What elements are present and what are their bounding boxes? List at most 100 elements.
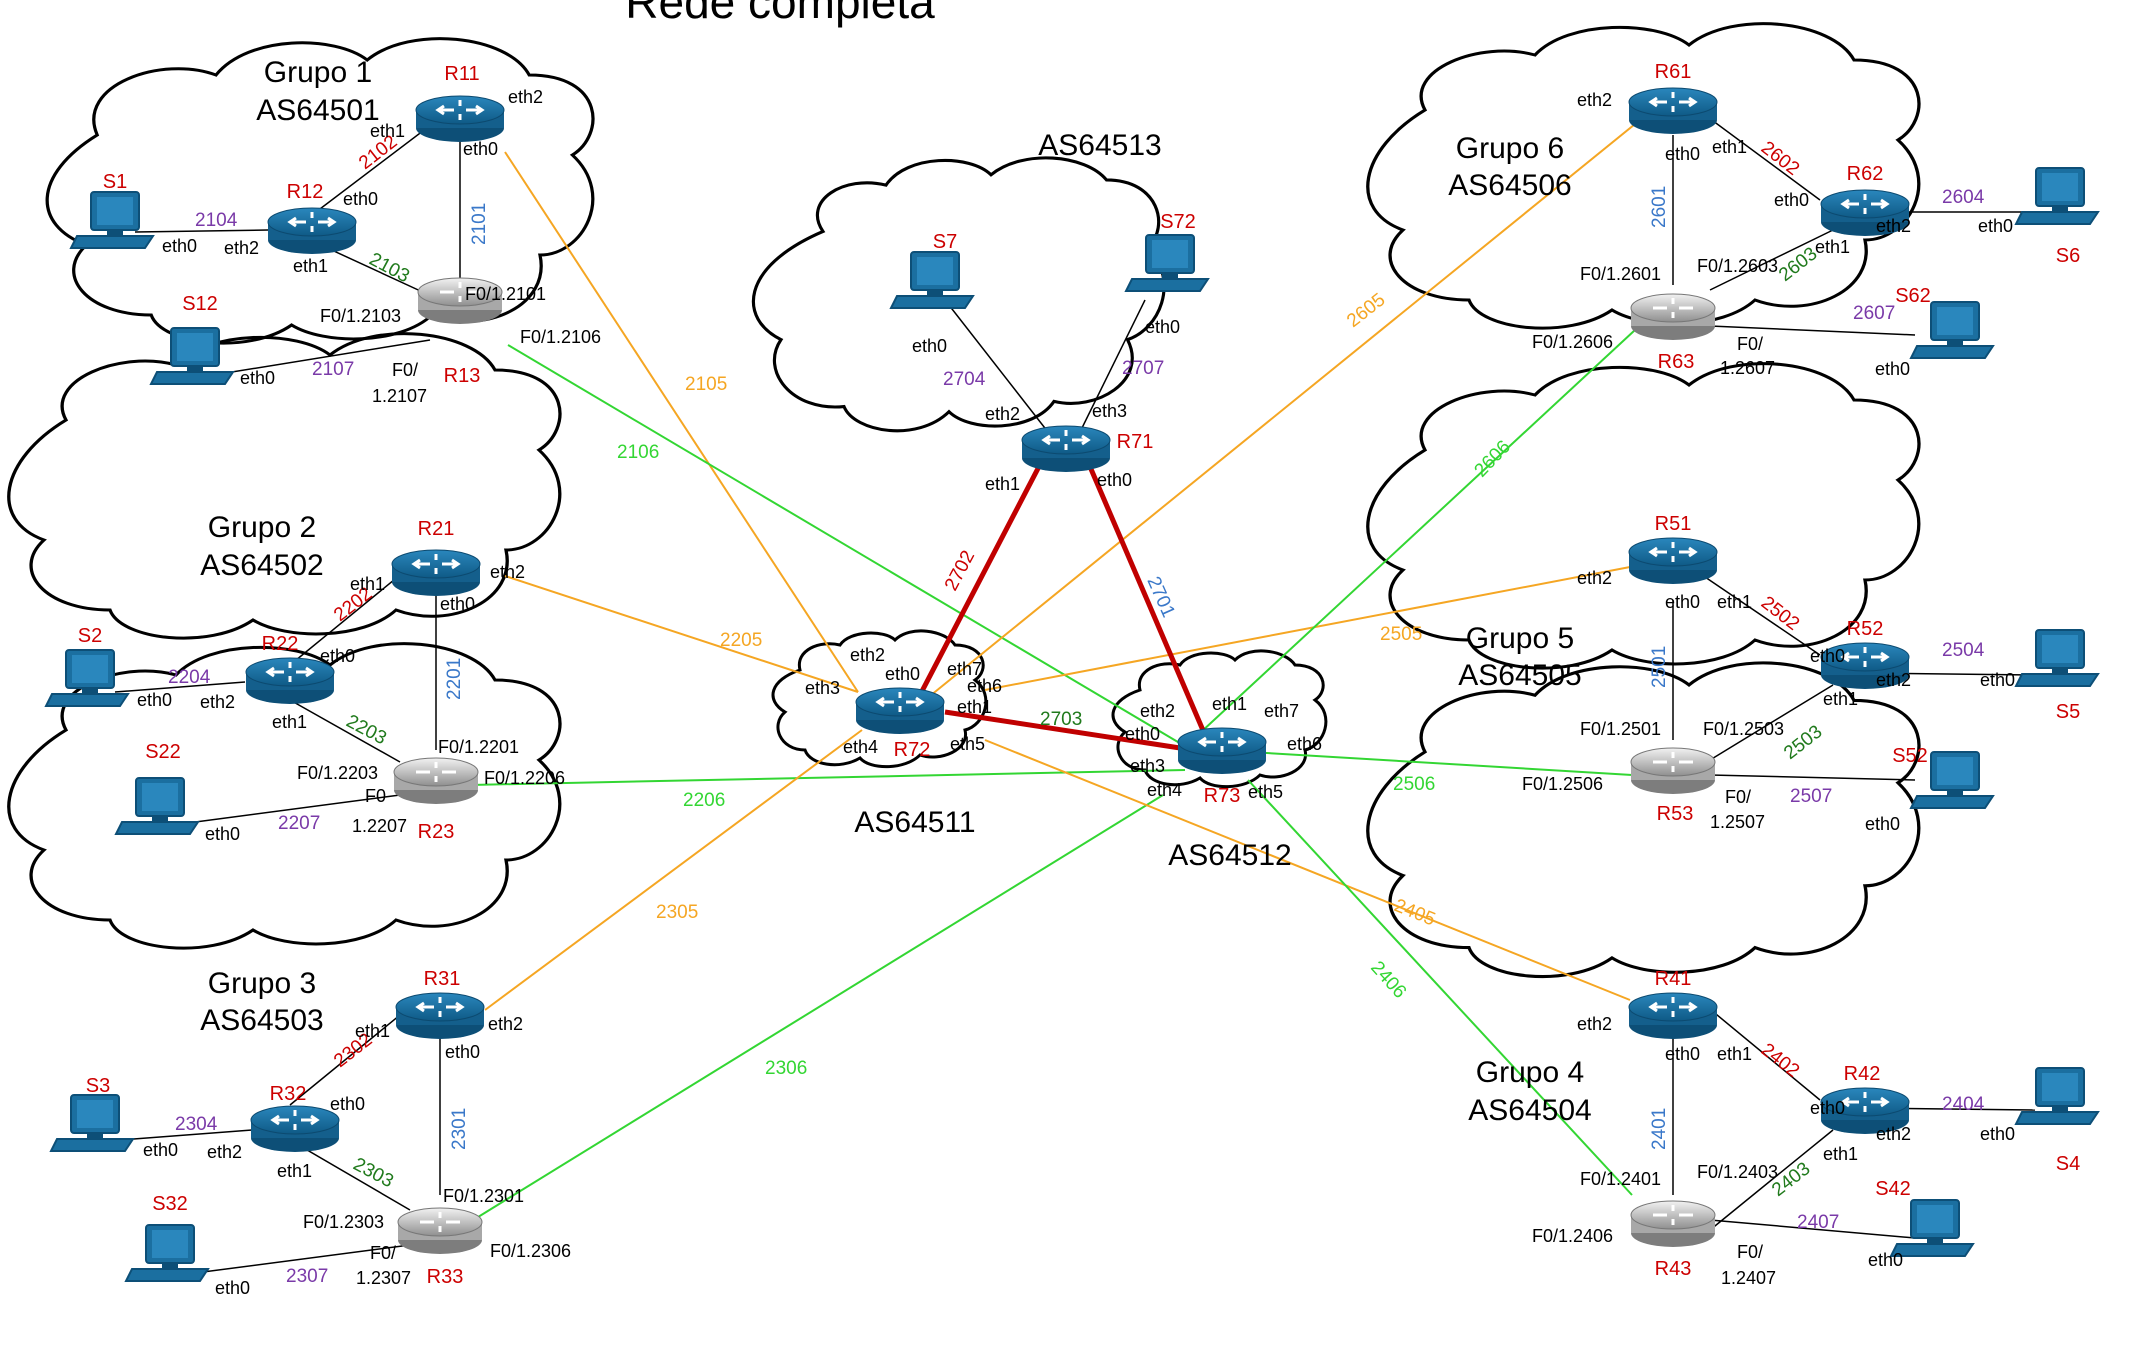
iface: eth2 [224,238,259,258]
cloud-title-g6: Grupo 6 [1456,132,1564,165]
server-S32[interactable] [125,1224,209,1282]
router-R51[interactable] [1627,536,1719,586]
vlan-2105: 2105 [685,374,727,395]
router-R31[interactable] [394,991,486,1041]
iface: F0/ [370,1243,396,1263]
router-R63[interactable] [1629,292,1717,342]
core-links [917,453,1208,751]
vlan-2405: 2405 [1391,895,1438,930]
label-S3: S3 [86,1075,110,1097]
iface: eth0 [1875,359,1910,379]
iface: F0/1.2406 [1532,1226,1613,1246]
label-R11: R11 [444,63,479,85]
router-R43[interactable] [1629,1199,1717,1249]
cloud-title-g2: Grupo 2 [208,511,316,544]
server-S6[interactable] [2015,167,2099,225]
link-2703 [944,709,1181,751]
iface: F0/1.2206 [484,768,565,788]
iface: 1.2407 [1721,1268,1776,1288]
router-R53[interactable] [1629,746,1717,796]
iface: eth0 [1978,216,2013,236]
iface: eth0 [1145,317,1180,337]
vlan-2306: 2306 [765,1058,807,1079]
cloud-grupo-2 [7,332,562,640]
label-R53: R53 [1657,803,1694,825]
router-R71[interactable] [1020,424,1112,474]
router-R23[interactable] [392,756,480,806]
iface: eth0 [885,664,920,684]
iface: F0/1.2601 [1580,264,1661,284]
router-R41[interactable] [1627,991,1719,1041]
cloud-title-g4: Grupo 4 [1476,1056,1584,1089]
server-S7[interactable] [890,251,974,309]
server-S2[interactable] [45,649,129,707]
iface: eth3 [805,678,840,698]
router-R32[interactable] [249,1104,341,1154]
iface: eth1 [1712,137,1747,157]
iface: 1.2607 [1720,358,1775,378]
iface: eth1 [1815,237,1850,257]
iface: eth2 [508,87,543,107]
server-S62[interactable] [1910,301,1994,359]
server-S12[interactable] [150,327,234,385]
label-R22: R22 [262,633,299,655]
iface: eth0 [343,189,378,209]
iface: eth0 [330,1094,365,1114]
label-R12: R12 [287,181,324,203]
iface: eth1 [957,697,992,717]
server-S72[interactable] [1125,234,1209,292]
cloud-grupo-1 [45,37,595,345]
vlan-2107: 2107 [312,359,354,380]
label-R33: R33 [427,1266,464,1288]
link-2702 [917,453,1048,697]
cloud-as64513 [751,156,1166,433]
iface: eth2 [488,1014,523,1034]
router-R12[interactable] [266,206,358,256]
iface: F0/1.2301 [443,1186,524,1206]
clouds [7,22,1921,979]
link-2205 [504,575,859,693]
label-R42: R42 [1844,1063,1881,1085]
iface: eth2 [1876,670,1911,690]
server-S5[interactable] [2015,629,2099,687]
link-2506 [1249,751,1633,776]
vlan-2607: 2607 [1853,303,1895,324]
server-S42[interactable] [1890,1199,1974,1257]
iface: eth0 [215,1278,250,1298]
vlan-2604: 2604 [1942,187,1985,208]
label-S42: S42 [1875,1178,1911,1200]
router-R61[interactable] [1627,86,1719,136]
cloud-as-64511: AS64511 [854,806,975,839]
iface: eth2 [850,645,885,665]
iface: F0/1.2303 [303,1212,384,1232]
cloud-as-64512: AS64512 [1168,839,1291,872]
router-R33[interactable] [396,1206,484,1256]
router-R11[interactable] [414,94,506,144]
vlan-2601: 2601 [1649,186,1670,228]
server-S3[interactable] [50,1094,134,1152]
inter-as-links [469,119,1641,1223]
label-S7: S7 [933,231,957,253]
iface: eth2 [1140,701,1175,721]
vlan-2407: 2407 [1797,1212,1839,1233]
server-S4[interactable] [2015,1067,2099,1125]
iface: eth0 [1980,1124,2015,1144]
label-S4: S4 [2056,1153,2080,1175]
server-S1[interactable] [70,191,154,249]
server-S22[interactable] [115,777,199,835]
router-R72[interactable] [854,686,946,736]
label-R72: R72 [894,739,931,761]
iface: eth1 [350,574,385,594]
cloud-as-g6: AS64506 [1448,169,1571,202]
router-R73[interactable] [1176,726,1268,776]
iface: F0/1.2306 [490,1241,571,1261]
label-S72: S72 [1160,211,1196,233]
iface: F0/1.2606 [1532,332,1613,352]
iface: eth2 [200,692,235,712]
router-R21[interactable] [390,548,482,598]
iface: eth0 [1774,190,1809,210]
label-S12: S12 [182,293,218,315]
vlan-2201: 2201 [444,658,465,700]
iface: eth0 [1665,592,1700,612]
vlan-2207: 2207 [278,813,320,834]
